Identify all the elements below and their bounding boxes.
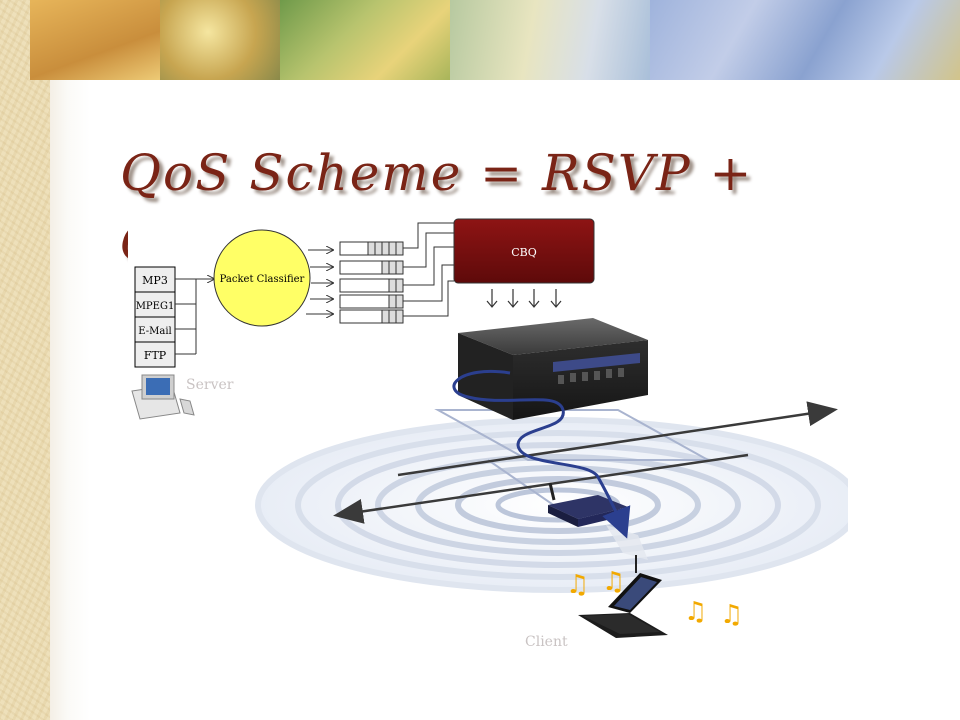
traffic-type-email[interactable]: E-Mail — [134, 316, 176, 343]
queue-class-2 — [339, 260, 404, 275]
queue-class-5 — [339, 309, 404, 324]
network-axis-right — [397, 401, 838, 477]
server-label: Server — [186, 377, 234, 393]
music-note-icon: ♫ — [684, 597, 707, 627]
stack-to-classifier-connector — [175, 279, 214, 355]
data-path-line — [452, 370, 631, 539]
traffic-type-mp3[interactable]: MP3 — [134, 266, 176, 293]
decorative-banner — [30, 0, 960, 80]
packet-classifier[interactable]: Packet Classifier — [213, 229, 311, 327]
traffic-type-label: MP3 — [142, 274, 168, 287]
music-note-icon: ♫ — [720, 600, 743, 630]
traffic-type-mpeg1[interactable]: MPEG1 — [134, 291, 176, 318]
cbq-scheduler-label: CBQ — [511, 246, 537, 259]
cbq-scheduler[interactable]: CBQ — [453, 218, 595, 284]
slide-title: QoS Scheme = RSVP + CBQ — [120, 144, 754, 272]
qos-diagram: MP3 MPEG1 E-Mail FTP — [128, 215, 848, 665]
traffic-type-label: E-Mail — [138, 326, 171, 337]
laptop-client-icon[interactable] — [578, 555, 668, 638]
banner-foliage-image — [280, 0, 450, 80]
music-note-icon: ♫ — [602, 567, 625, 597]
network-axis-left — [333, 453, 749, 524]
client-label: Client — [525, 634, 568, 650]
router-box-icon[interactable] — [458, 318, 648, 420]
cbq-output-arrows — [486, 289, 562, 308]
traffic-type-label: MPEG1 — [136, 301, 175, 312]
queue-class-4 — [339, 294, 404, 309]
music-note-icon: ♫ — [566, 570, 589, 600]
queue-class-3 — [339, 278, 404, 293]
music-notes: ♫ ♫ ♫ ♫ — [566, 567, 743, 630]
classifier-to-queues-arrows — [306, 250, 333, 314]
traffic-type-label: FTP — [144, 349, 167, 362]
traffic-type-ftp[interactable]: FTP — [134, 341, 176, 368]
banner-flower-image — [160, 0, 280, 80]
banner-sky-image — [450, 0, 650, 80]
packet-classifier-label: Packet Classifier — [220, 274, 305, 285]
traffic-type-stack: MP3 MPEG1 E-Mail FTP — [134, 266, 176, 368]
class-queues — [339, 241, 404, 324]
queue-class-1 — [339, 241, 404, 256]
banner-leaf-image — [30, 0, 170, 80]
queues-to-cbq-connectors — [403, 222, 454, 317]
banner-blue-flowers-image — [650, 0, 960, 80]
server-computer-icon[interactable] — [131, 374, 195, 420]
